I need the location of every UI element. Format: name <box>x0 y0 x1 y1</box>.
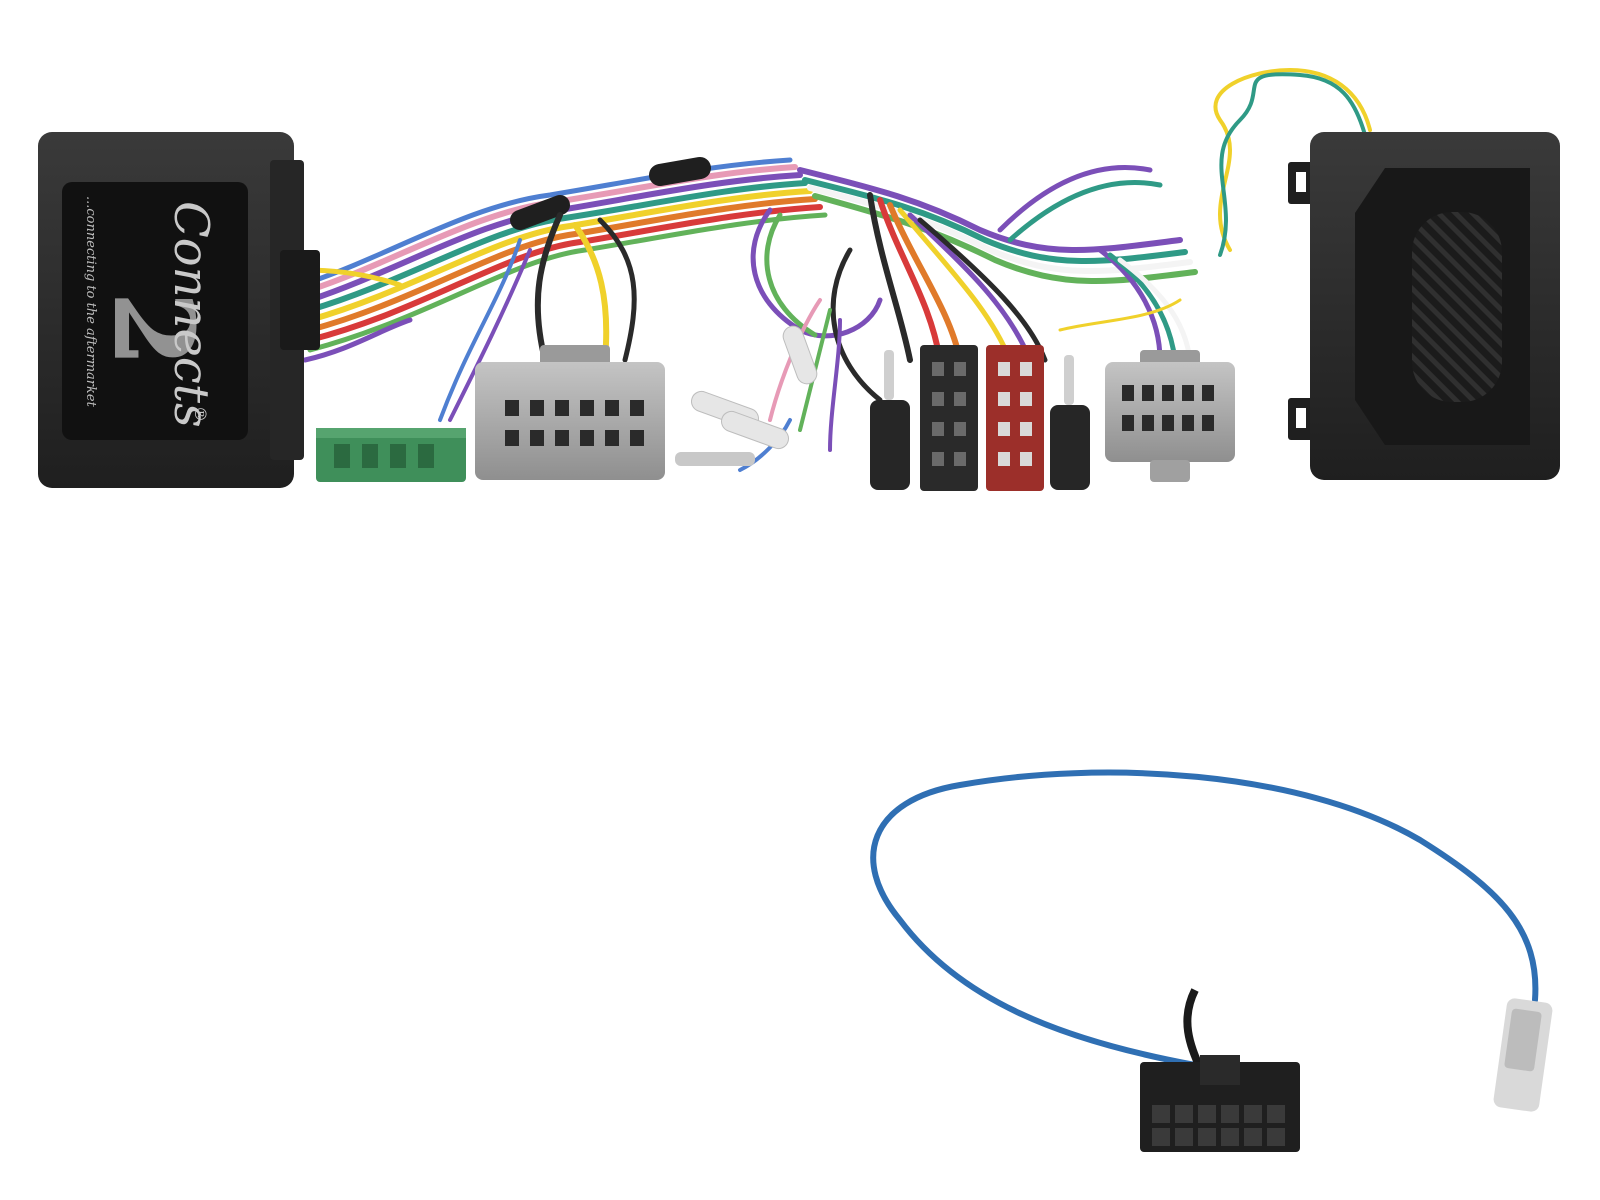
antenna-adapter-cable <box>870 769 1553 1152</box>
pin-cavities <box>505 400 644 446</box>
svg-text:®: ® <box>191 406 210 422</box>
jack-3.5mm-left <box>870 350 910 490</box>
grey-vehicle-plug-12pin <box>1105 350 1235 482</box>
interface-module: Connects 2 ® ...connecting to the afterm… <box>38 132 320 488</box>
grey-vehicle-plug-16pin <box>475 345 665 480</box>
iso-connector-black <box>920 345 978 491</box>
module-plug <box>280 250 320 350</box>
svg-text:2: 2 <box>89 291 218 368</box>
antenna-plug <box>1493 998 1553 1112</box>
label-panel <box>62 182 248 440</box>
iso-connector-red <box>986 345 1044 491</box>
green-vehicle-plug <box>316 428 466 482</box>
remote-control-box <box>1288 132 1560 480</box>
bullet-terminals <box>675 325 818 466</box>
svg-text:Connects: Connects <box>163 201 219 428</box>
speaker-grille <box>1412 212 1502 402</box>
brand-logo: Connects 2 ® ...connecting to the afterm… <box>83 196 219 428</box>
radio-connector-12pin <box>1140 1055 1300 1152</box>
jack-3.5mm-right <box>1050 355 1090 490</box>
svg-text:...connecting to the aftermark: ...connecting to the aftermarket <box>83 196 98 408</box>
wire-harness <box>302 67 1372 472</box>
